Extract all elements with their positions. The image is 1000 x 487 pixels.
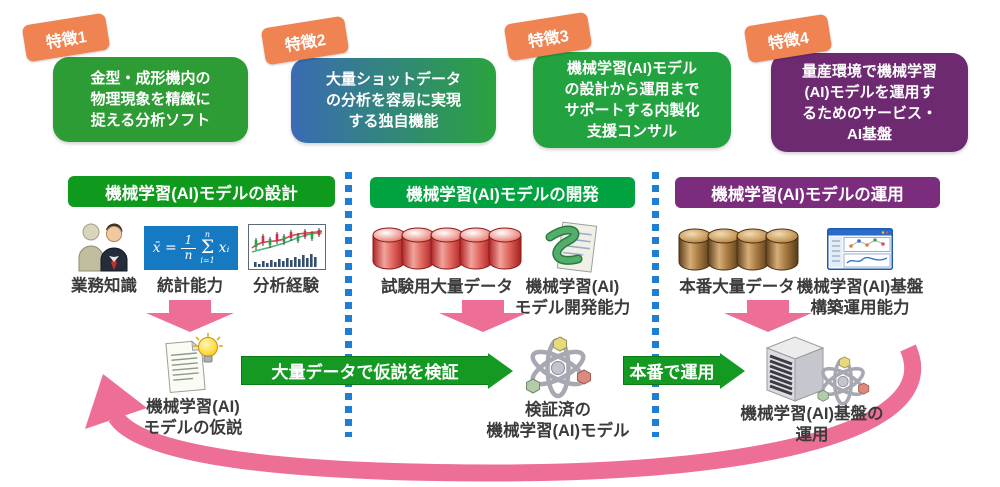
feature-text-4: 量産環境で機械学習 (AI)モデルを運用す るためのサービス・ AI基盤 (801, 62, 937, 143)
output-label-platform-operation: 機械学習(AI)基盤の 運用 (740, 405, 884, 444)
hypothesis-document-icon (165, 333, 223, 394)
phase-header-operate: 機械学習(AI)モデルの運用 (675, 177, 940, 208)
resource-label-analysis-experience: 分析経験 (253, 277, 319, 295)
resource-label-statistics: 統計能力 (157, 277, 223, 295)
output-label-verified-model: 検証済の 機械学習(AI)モデル (486, 401, 630, 440)
resource-label-ml-platform-skill: 機械学習(AI)基盤 構築運用能力 (796, 278, 924, 317)
stock-chart-icon (248, 224, 326, 270)
feature-box-4: 量産環境で機械学習 (AI)モデルを運用す るためのサービス・ AI基盤 (771, 53, 968, 152)
resource-label-test-data: 試験用大量データ (381, 278, 513, 296)
formula-sigma: n Σ i=1 (200, 230, 215, 265)
people-icon (78, 223, 128, 272)
feature-box-2: 大量ショットデータ の分析を容易に実現 する独自機能 (291, 58, 496, 143)
atom-model-icon (526, 336, 591, 399)
down-arrow-operate (724, 300, 812, 332)
database-red-icon (372, 227, 522, 270)
phase-header-develop: 機械学習(AI)モデルの開発 (370, 177, 635, 208)
dotted-divider-1 (345, 172, 352, 437)
feature-text-3: 機械学習(AI)モデル の設計から運用まで サポートする内製化 支援コンサル (564, 60, 700, 140)
database-brown-icon (678, 228, 799, 271)
phase-header-design: 機械学習(AI)モデルの設計 (68, 176, 335, 207)
down-arrow-develop (439, 300, 527, 332)
app-window-icon (827, 228, 893, 270)
dotted-divider-2 (652, 172, 659, 437)
resource-label-ml-dev-skill: 機械学習(AI) モデル開発能力 (514, 278, 631, 317)
flow-arrow-verify: 大量データで仮説を検証 (241, 356, 489, 385)
feature-box-1: 金型・成形機内の 物理現象を精緻に 捉える分析ソフト (53, 57, 248, 142)
atom-small-icon (817, 356, 870, 406)
flow-arrow-deploy: 本番で運用 (623, 356, 721, 385)
down-arrow-design (146, 300, 234, 332)
server-icon (765, 336, 825, 402)
feature-text-1: 金型・成形機内の 物理現象を精緻に 捉える分析ソフト (90, 70, 211, 129)
feature-text-2: 大量ショットデータ の分析を容易に実現 する独自機能 (325, 71, 461, 130)
feature-box-3: 機械学習(AI)モデル の設計から運用まで サポートする内製化 支援コンサル (533, 52, 731, 148)
formula-icon: x̄ = 1 n n Σ i=1 xᵢ (144, 226, 238, 270)
resource-label-production-data: 本番大量データ (679, 278, 795, 296)
formula-lhs: x̄ = (152, 240, 177, 256)
formula-fraction: 1 n (180, 234, 197, 261)
script-icon (545, 221, 598, 273)
output-label-hypothesis: 機械学習(AI) モデルの仮説 (143, 398, 243, 437)
resource-label-business-knowledge: 業務知識 (71, 277, 137, 295)
formula-rhs: xᵢ (218, 240, 230, 256)
